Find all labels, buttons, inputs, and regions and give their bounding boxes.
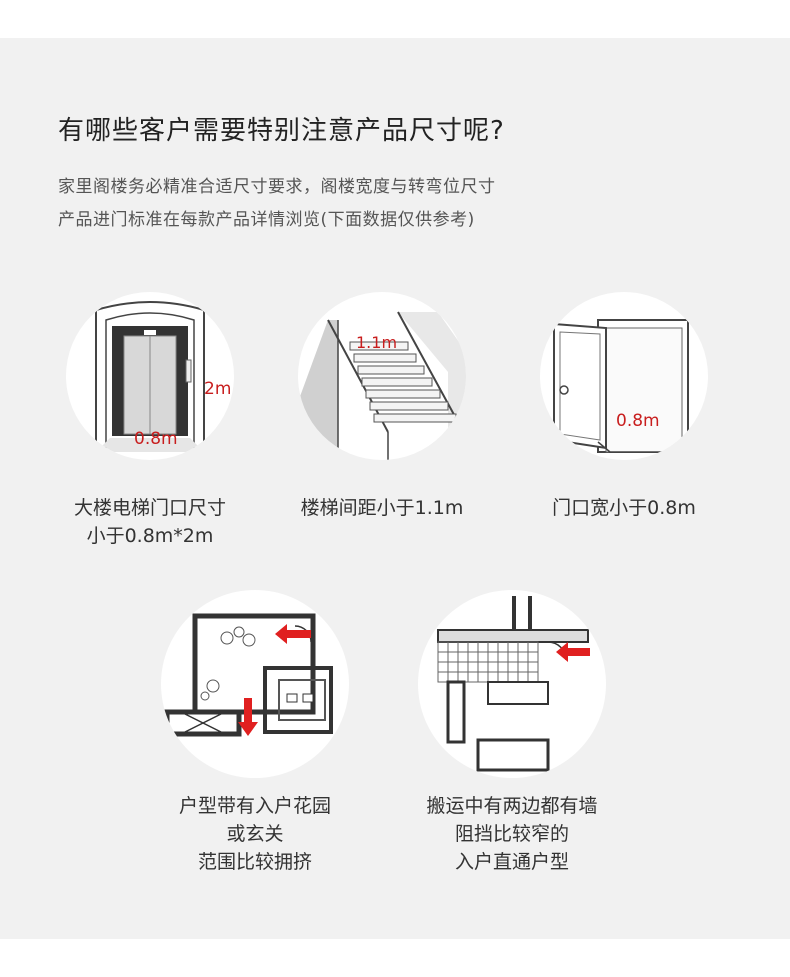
stairs-width-label: 1.1m	[356, 333, 397, 352]
description-line-1: 家里阁楼务必精准合适尺寸要求，阁楼宽度与转弯位尺寸	[58, 177, 496, 197]
caption-narrow: 搬运中有两边都有墙 阻挡比较窄的 入户直通户型	[426, 795, 598, 873]
elevator-illustration: 2m 0.8m	[66, 292, 234, 460]
elevator-height-label: 2m	[204, 379, 231, 399]
door-illustration: 0.8m	[540, 292, 708, 460]
floorplan-narrow-illustration	[418, 590, 606, 778]
door-width-label: 0.8m	[616, 411, 660, 431]
elevator-width-label: 0.8m	[134, 429, 178, 449]
page-title: 有哪些客户需要特别注意产品尺寸呢?	[58, 116, 505, 146]
floorplan-garden-illustration	[161, 590, 349, 778]
caption-door: 门口宽小于0.8m	[552, 497, 696, 519]
content-panel	[0, 38, 790, 939]
stairs-illustration: 1.1m	[298, 292, 466, 460]
caption-stairs: 楼梯间距小于1.1m	[300, 497, 464, 519]
description-line-2: 产品进门标准在每款产品详情浏览(下面数据仅供参考)	[58, 210, 475, 230]
caption-garden: 户型带有入户花园 或玄关 范围比较拥挤	[178, 795, 331, 873]
caption-elevator: 大楼电梯门口尺寸 小于0.8m*2m	[73, 497, 226, 547]
